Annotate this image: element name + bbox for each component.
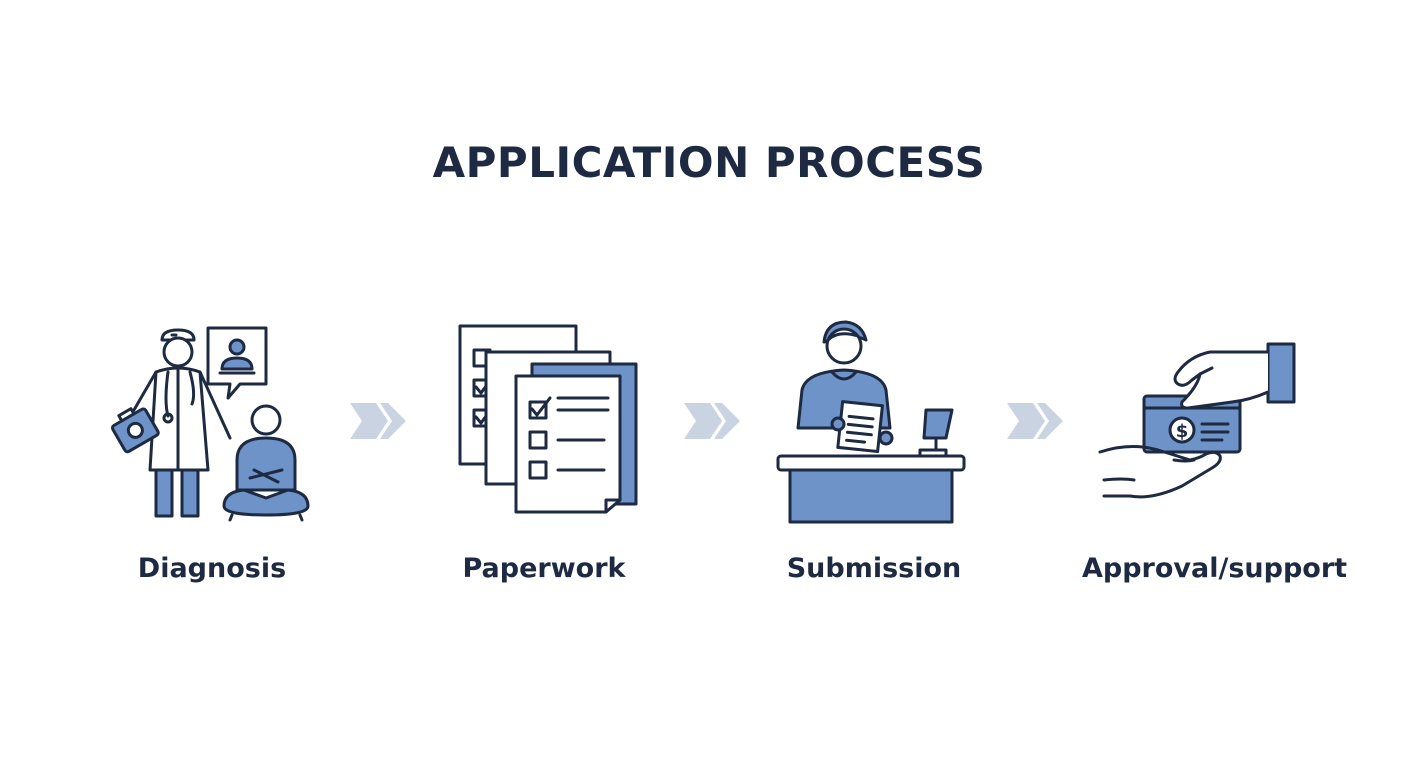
doctor-patient-icon: [111, 326, 310, 522]
step-label-submission: Submission: [786, 553, 962, 584]
svg-text:$: $: [1176, 421, 1189, 442]
chevron-right-icon: [1007, 403, 1063, 439]
step-approval: $ Approval/support: [1082, 310, 1348, 600]
step-submission: Submission: [754, 310, 994, 600]
checklist-documents-icon: [458, 324, 638, 514]
step-label-paperwork: Paperwork: [462, 553, 626, 584]
step-diagnosis: Diagnosis: [92, 310, 332, 600]
hand-money-icon: $: [1098, 342, 1296, 499]
person-at-counter-icon: [776, 320, 966, 524]
step-label-diagnosis: Diagnosis: [137, 553, 287, 584]
step-paperwork: Paperwork: [424, 310, 664, 600]
chevron-right-icon: [350, 403, 406, 439]
page-title: APPLICATION PROCESS: [432, 138, 986, 187]
step-label-approval: Approval/support: [1082, 553, 1348, 584]
chevron-right-icon: [684, 403, 740, 439]
